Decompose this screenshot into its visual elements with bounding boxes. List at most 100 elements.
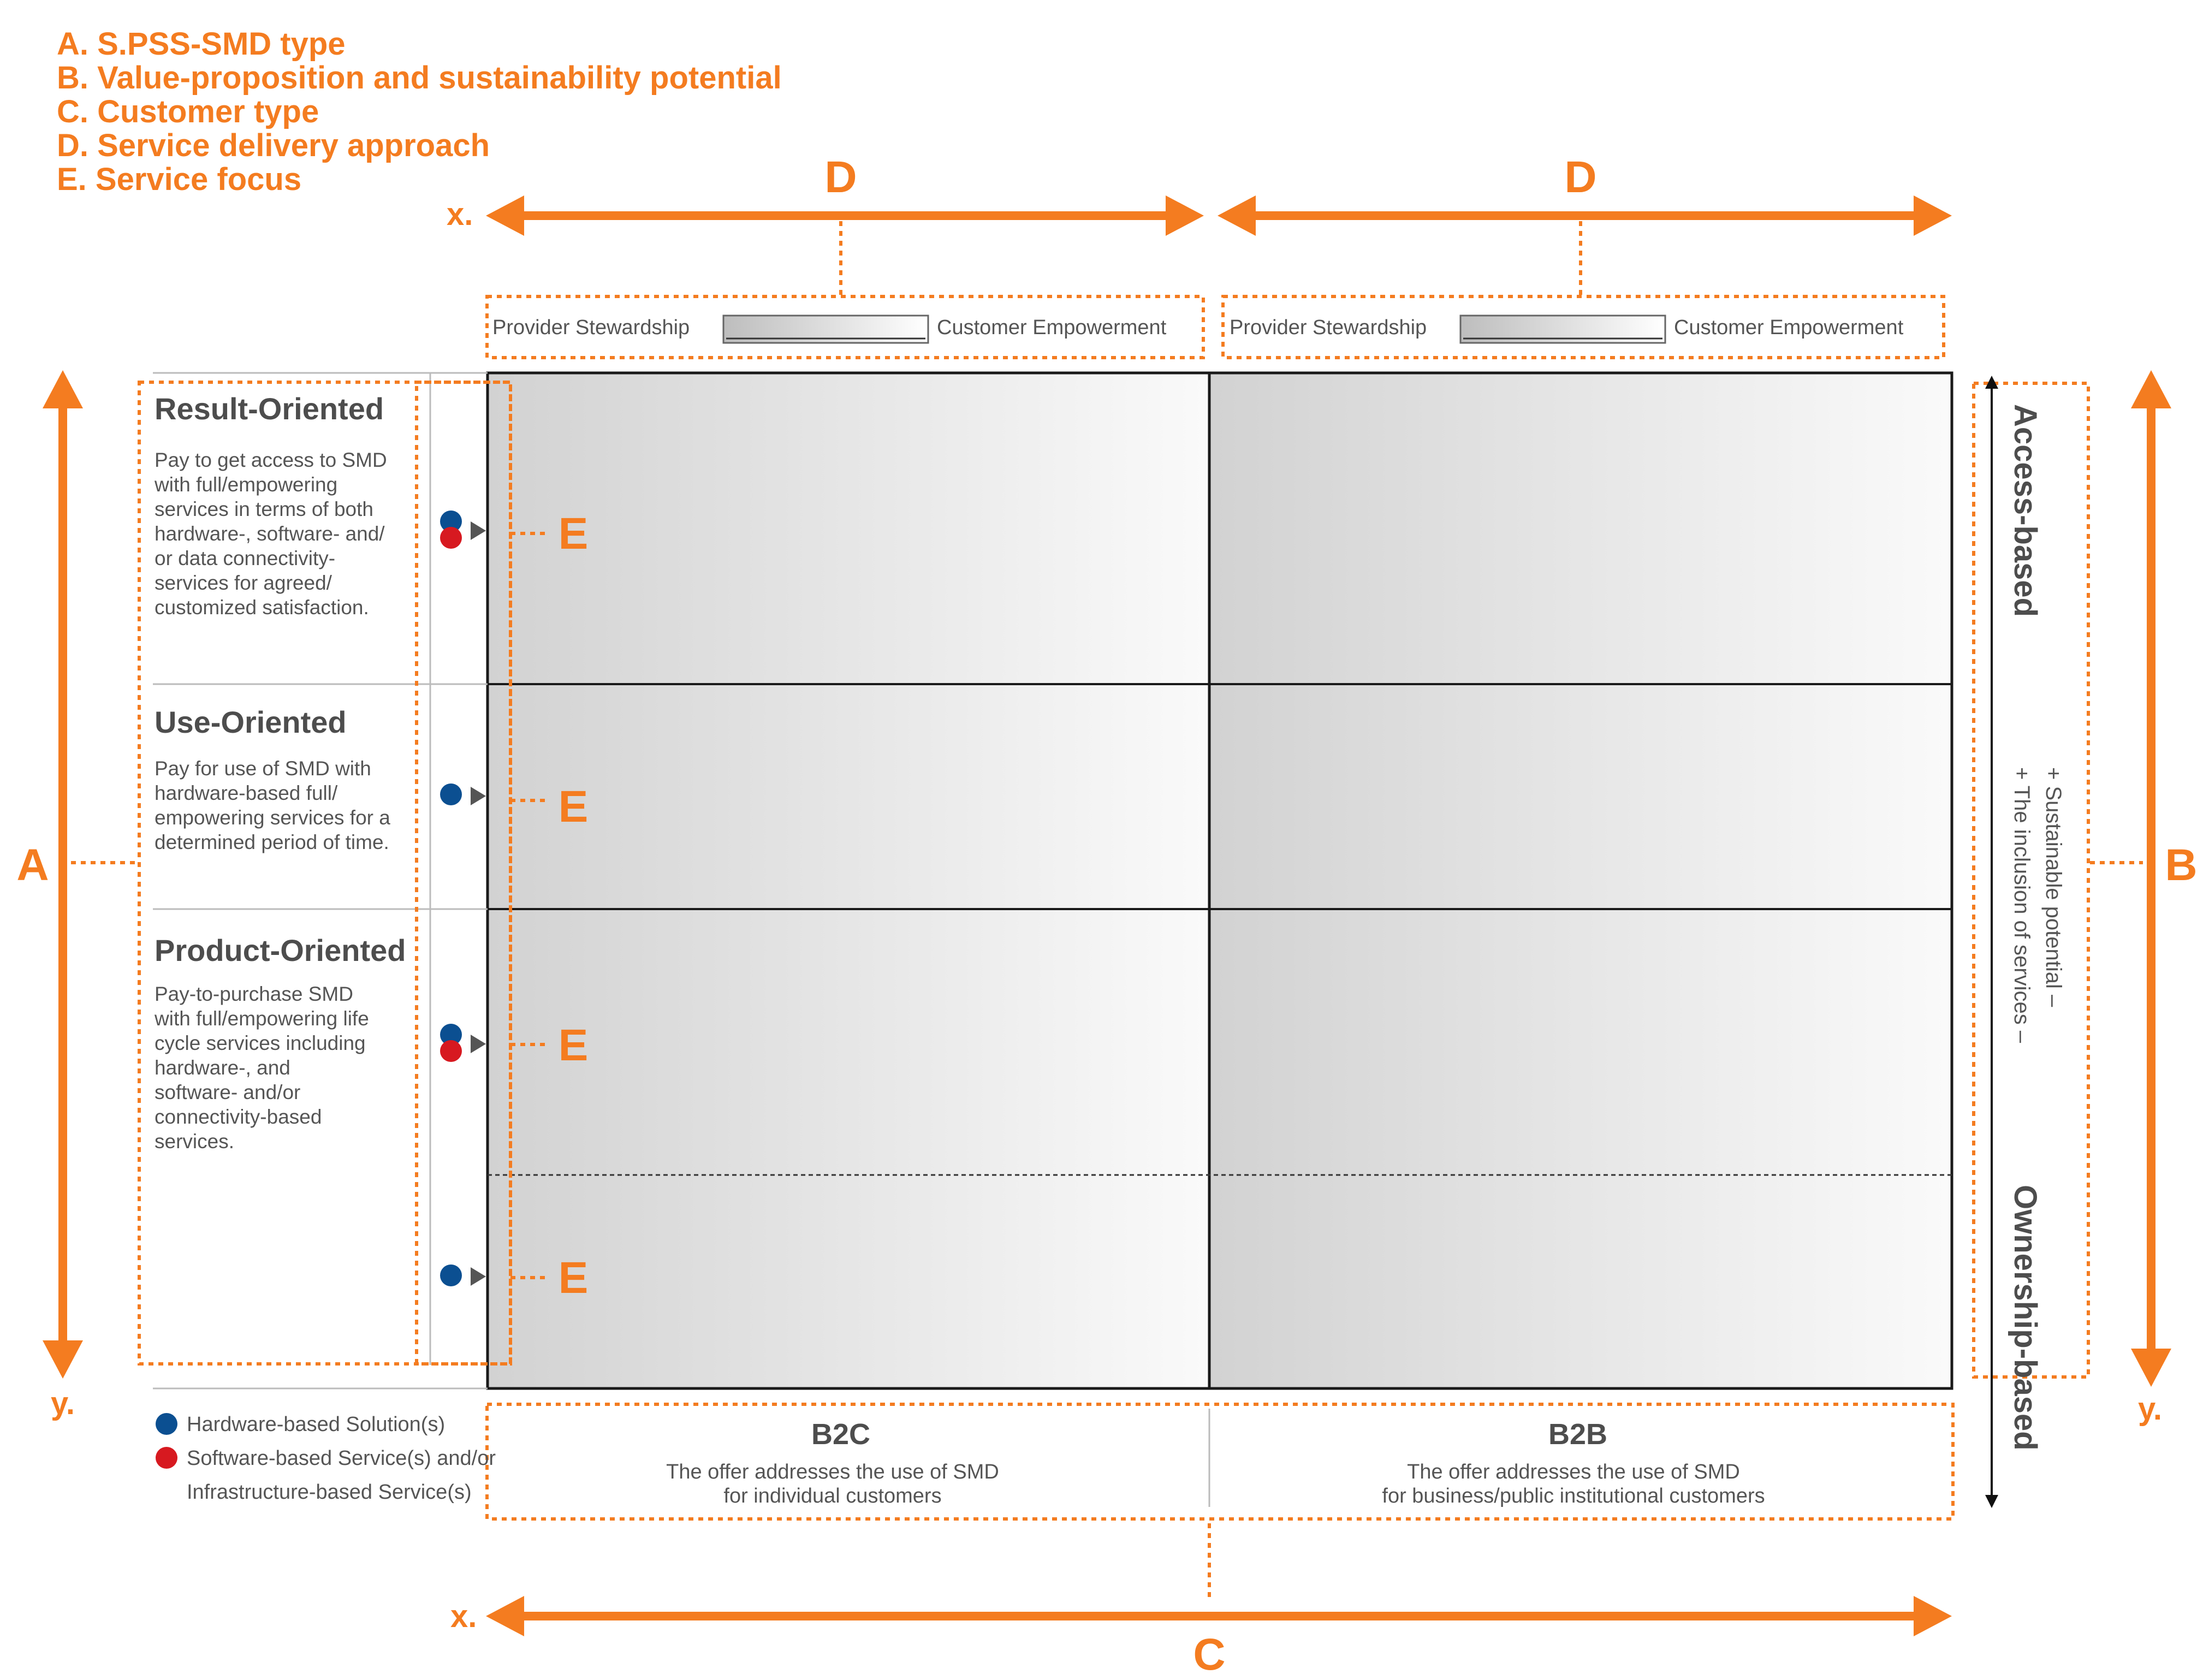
dot-key: Hardware-based Solution(s) Software-base… (156, 1413, 496, 1504)
a-inner-box (415, 381, 512, 1366)
hardware-dot-use (440, 783, 462, 805)
e-marker-product: E (559, 1020, 589, 1070)
legend-line-d: D. Service delivery approach (57, 128, 490, 163)
b2c-desc-2: for individual customers (723, 1485, 941, 1507)
row-desc-result-1: Pay to get access to SMD (155, 449, 387, 471)
software-dot-result (440, 527, 462, 549)
spectrum-box-b2c (485, 295, 1205, 359)
spectrum-left-label-b2b: Provider Stewardship (1230, 316, 1427, 339)
pointer-ownership (471, 1267, 486, 1286)
row-title-result: Result-Oriented (155, 391, 384, 426)
row-desc-product-1: Pay-to-purchase SMD (155, 983, 353, 1005)
a-outer-box (138, 381, 512, 1366)
b2c-desc-1: The offer addresses the use of SMD (666, 1461, 999, 1483)
legend-line-c: C. Customer type (57, 94, 319, 129)
top-right-arrow-head-right (1914, 195, 1952, 236)
hardware-dot-result (440, 510, 462, 532)
inclusion-of-services-label: + The inclusion of services – (2010, 767, 2034, 1043)
row-title-product: Product-Oriented (155, 933, 406, 967)
row-desc-result-3: services in terms of both (155, 498, 373, 520)
row-desc-use-1: Pay for use of SMD with (155, 757, 371, 780)
row-desc-product-2: with full/empowering life (154, 1007, 369, 1030)
grid-column-b2b (1209, 373, 1952, 1388)
row-desc-result-6: services for agreed/ (155, 572, 332, 594)
row-desc-result-2: with full/empowering (154, 473, 337, 496)
ownership-based-label: Ownership-based (2008, 1185, 2043, 1451)
b2c-title: B2C (811, 1418, 870, 1451)
spectrum-box-b2b (1221, 295, 1945, 359)
row-desc-product-6: connectivity-based (155, 1106, 322, 1128)
row-desc-product-4: hardware-, and (155, 1056, 290, 1079)
row-desc-result-5: or data connectivity- (155, 547, 335, 569)
c-axis-head-right (1914, 1596, 1952, 1636)
hardware-dot-product (440, 1024, 462, 1046)
legend-line-a: A. S.PSS-SMD type (57, 26, 346, 62)
legend-line-e: E. Service focus (57, 162, 301, 197)
b2b-desc-1: The offer addresses the use of SMD (1407, 1461, 1740, 1483)
row-desc-product-7: services. (155, 1130, 234, 1153)
left-panel-lines (153, 372, 488, 1390)
b-axis-head-up (2131, 370, 2171, 408)
key-software-text-2: Infrastructure-based Service(s) (187, 1481, 472, 1504)
spectrum-right-label-b2c: Customer Empowerment (937, 316, 1167, 339)
top-x-label: x. (447, 197, 473, 232)
a-axis-head-up (43, 370, 83, 408)
b2b-title: B2B (1548, 1418, 1607, 1451)
row-desc-product-5: software- and/or (155, 1081, 300, 1103)
spectrum-left-label-b2c: Provider Stewardship (492, 316, 690, 339)
row-desc-result-4: hardware-, software- and/ (155, 523, 385, 545)
b-marker: B (2165, 840, 2197, 890)
pointer-product (471, 1035, 486, 1053)
d-marker-right: D (1564, 152, 1596, 202)
key-hardware-dot (156, 1413, 177, 1435)
row-use-oriented: Use-Oriented Pay for use of SMD with har… (155, 705, 390, 853)
c-axis-head-left (486, 1596, 524, 1636)
c-axis: x. C (450, 1523, 1952, 1679)
row-desc-product-3: cycle services including (155, 1032, 366, 1054)
row-desc-use-4: determined period of time. (155, 831, 389, 853)
pointer-result (471, 521, 486, 540)
row-result-oriented: Result-Oriented Pay to get access to SMD… (154, 391, 387, 619)
pointer-use (471, 787, 486, 805)
top-d-arrows: x. D D (447, 152, 1952, 295)
e-marker-ownership: E (559, 1253, 589, 1303)
ownership-axis-head (1985, 1495, 1998, 1508)
grid-column-b2c (488, 373, 1209, 1388)
row-product-oriented: Product-Oriented Pay-to-purchase SMD wit… (154, 933, 406, 1153)
customer-dotted-box (485, 1403, 1955, 1521)
legend-line-b: B. Value-proposition and sustainability … (57, 60, 782, 96)
d-marker-left: D (824, 152, 857, 202)
sustainable-potential-label: + Sustainable potential – (2041, 767, 2065, 1007)
row-desc-use-2: hardware-based full/ (155, 782, 338, 804)
top-left-arrow-head-left (486, 195, 524, 236)
row-desc-use-3: empowering services for a (155, 806, 390, 829)
customer-type-box: B2C The offer addresses the use of SMD f… (485, 1403, 1955, 1521)
legend: A. S.PSS-SMD type B. Value-proposition a… (57, 26, 782, 197)
main-grid (486, 371, 1953, 1390)
key-hardware-text: Hardware-based Solution(s) (187, 1413, 445, 1436)
left-y-label: y. (51, 1386, 75, 1421)
spectrum-boxes: Provider Stewardship Customer Empowermen… (485, 295, 1945, 359)
access-axis-head (1985, 376, 1998, 389)
e-marker-result: E (559, 509, 589, 559)
row-desc-result-7: customized satisfaction. (155, 596, 369, 619)
a-axis-head-down (43, 1340, 83, 1379)
key-software-dot (156, 1447, 177, 1469)
a-marker: A (16, 840, 49, 890)
top-left-arrow-head-right (1166, 195, 1204, 236)
hardware-dot-ownership (440, 1265, 462, 1286)
row-title-use: Use-Oriented (155, 705, 347, 739)
top-right-arrow-head-left (1218, 195, 1256, 236)
spectrum-right-label-b2b: Customer Empowerment (1674, 316, 1904, 339)
a-axis: A y. (16, 370, 138, 1421)
right-y-label: y. (2138, 1391, 2162, 1427)
software-dot-product (440, 1040, 462, 1062)
a-panel-boxes (138, 381, 512, 1366)
bottom-x-label: x. (450, 1599, 477, 1634)
key-software-text-1: Software-based Service(s) and/or (187, 1447, 496, 1470)
c-marker: C (1193, 1630, 1225, 1679)
e-markers: E E E E (440, 509, 588, 1303)
e-marker-use: E (559, 782, 589, 832)
